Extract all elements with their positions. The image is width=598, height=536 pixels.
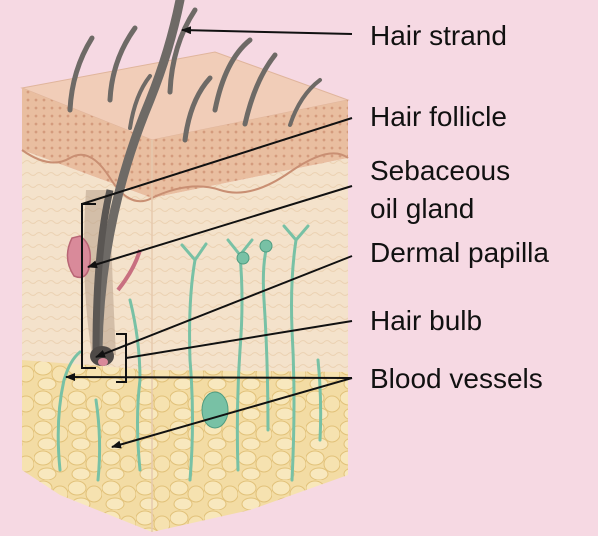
label-hair-follicle: Hair follicle [370,101,507,132]
label-dermal-papilla: Dermal papilla [370,237,549,268]
blood-vessels-leader-1 [66,377,352,378]
label-hair-bulb: Hair bulb [370,305,482,336]
label-hair-strand: Hair strand [370,20,507,51]
label-blood-vessels: Blood vessels [370,363,543,394]
skin-right-face [152,100,348,532]
hair-strand-leader [182,30,352,34]
skin-block [22,52,348,532]
labels: Hair strand Hair follicle Sebaceous oil … [370,20,549,394]
label-sebaceous-line1: Sebaceous [370,155,510,186]
label-sebaceous-line2: oil gland [370,193,474,224]
